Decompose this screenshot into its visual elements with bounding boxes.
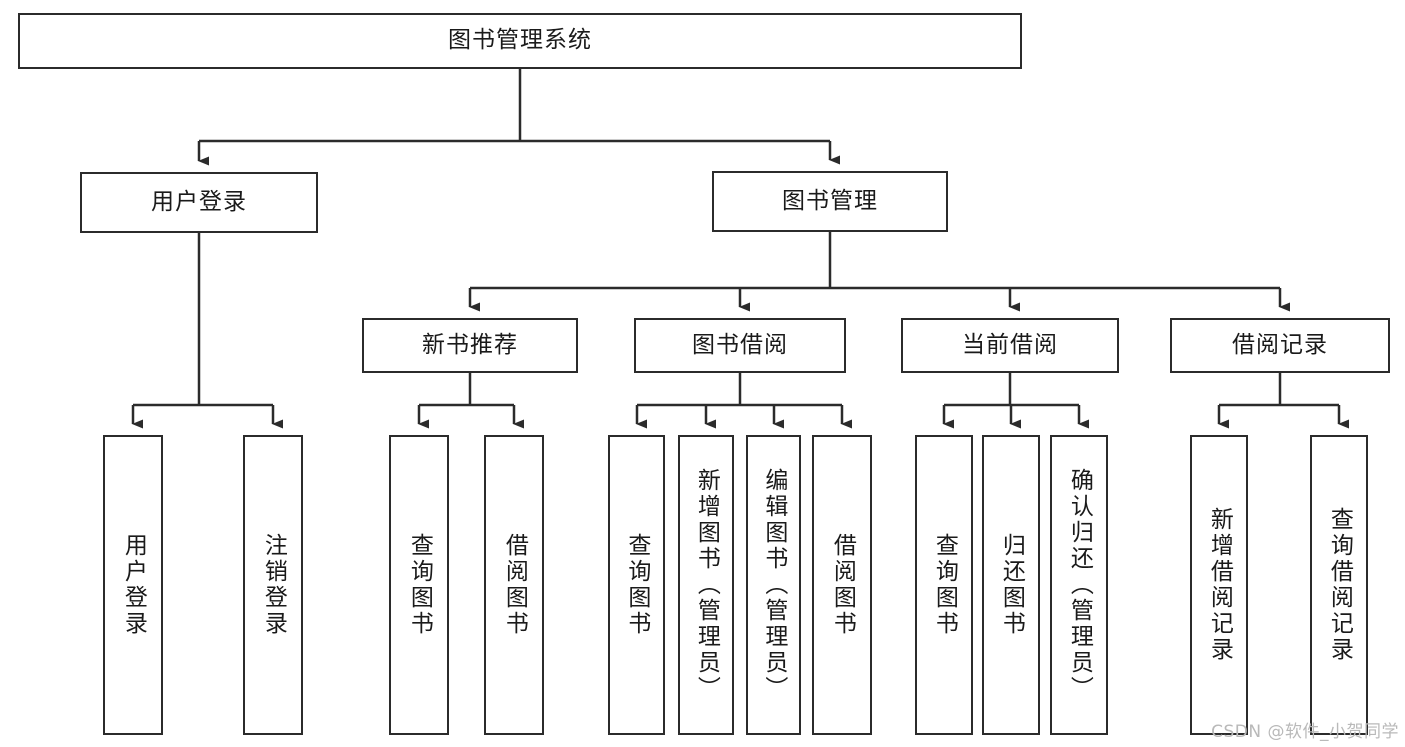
node-label: 查询图书 <box>931 533 958 637</box>
node-label: 归还图书 <box>998 533 1025 637</box>
node-user-login[interactable]: 用户登录 <box>80 172 318 233</box>
node-label: 确认归还（管理员） <box>1066 468 1093 702</box>
node-leaf-add-book[interactable]: 新增图书（管理员） <box>678 435 734 735</box>
node-new-book-rec[interactable]: 新书推荐 <box>362 318 578 373</box>
node-leaf-query-book-3[interactable]: 查询图书 <box>915 435 973 735</box>
node-label: 当前借阅 <box>962 331 1058 358</box>
node-leaf-query-book-1[interactable]: 查询图书 <box>389 435 449 735</box>
node-leaf-borrow-book-1[interactable]: 借阅图书 <box>484 435 544 735</box>
node-leaf-borrow-book-2[interactable]: 借阅图书 <box>812 435 872 735</box>
node-label: 查询图书 <box>406 533 433 637</box>
edge-paths <box>131 69 1349 429</box>
edge-bus-new-book-rec <box>419 373 514 407</box>
node-leaf-edit-book[interactable]: 编辑图书（管理员） <box>746 435 801 735</box>
edge-bus-book-borrow <box>637 373 842 407</box>
node-leaf-return-book[interactable]: 归还图书 <box>982 435 1040 735</box>
node-label: 用户登录 <box>120 533 147 637</box>
node-label: 查询图书 <box>623 533 650 637</box>
node-borrow-record[interactable]: 借阅记录 <box>1170 318 1390 373</box>
node-root[interactable]: 图书管理系统 <box>18 13 1022 69</box>
node-leaf-user-logout[interactable]: 注销登录 <box>243 435 303 735</box>
node-label: 新增借阅记录 <box>1206 507 1233 663</box>
node-leaf-confirm-return[interactable]: 确认归还（管理员） <box>1050 435 1108 735</box>
node-label: 查询借阅记录 <box>1326 507 1353 663</box>
node-leaf-user-login[interactable]: 用户登录 <box>103 435 163 735</box>
node-leaf-add-record[interactable]: 新增借阅记录 <box>1190 435 1248 735</box>
node-label: 用户登录 <box>151 188 247 215</box>
node-label: 新书推荐 <box>422 331 518 358</box>
node-label: 借阅图书 <box>829 533 856 637</box>
node-label: 编辑图书（管理员） <box>760 468 787 702</box>
edge-bus-current-borrow <box>944 373 1079 407</box>
node-label: 图书管理 <box>782 187 878 214</box>
node-label: 借阅图书 <box>501 533 528 637</box>
node-book-manage[interactable]: 图书管理 <box>712 171 948 232</box>
node-label: 图书借阅 <box>692 331 788 358</box>
node-label: 注销登录 <box>260 533 287 637</box>
node-book-borrow[interactable]: 图书借阅 <box>634 318 846 373</box>
edge-bus-borrow-record <box>1219 373 1339 407</box>
node-leaf-query-record[interactable]: 查询借阅记录 <box>1310 435 1368 735</box>
node-current-borrow[interactable]: 当前借阅 <box>901 318 1119 373</box>
node-label: 图书管理系统 <box>448 27 592 54</box>
node-label: 新增图书（管理员） <box>693 468 720 702</box>
edge-bus-root <box>199 69 830 143</box>
edge-bus-book-manage <box>470 232 1280 290</box>
node-label: 借阅记录 <box>1232 331 1328 358</box>
node-leaf-query-book-2[interactable]: 查询图书 <box>608 435 665 735</box>
edge-bus-user-login <box>133 233 273 407</box>
